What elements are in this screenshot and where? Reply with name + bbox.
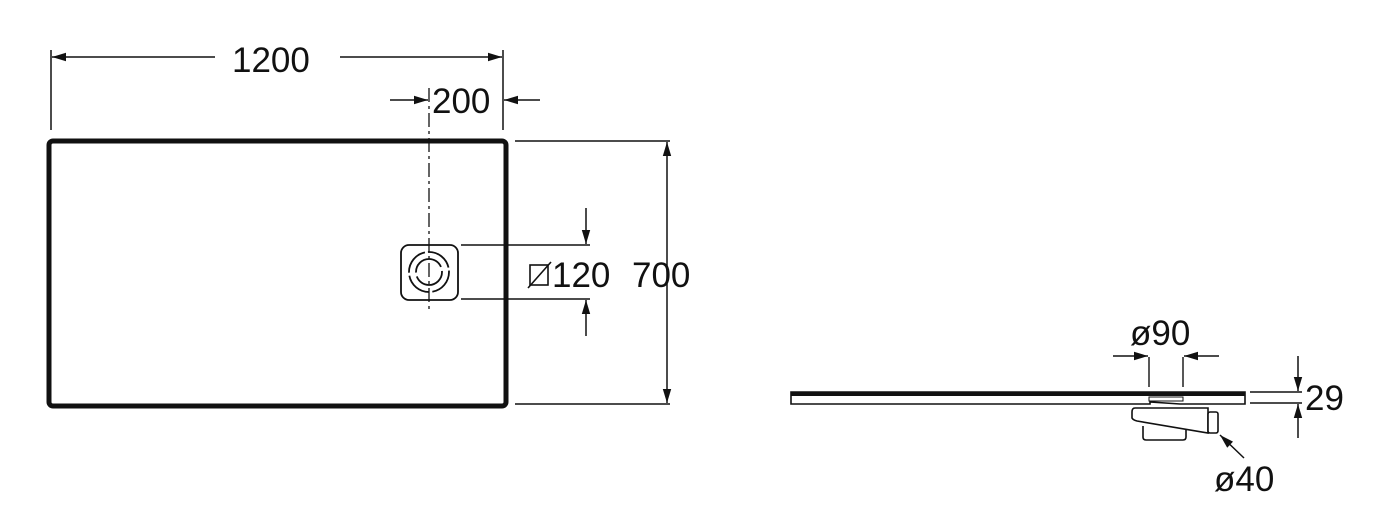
square-symbol-icon bbox=[527, 261, 552, 289]
depth-label: 700 bbox=[632, 256, 690, 295]
drain-size-label: 120 bbox=[552, 256, 610, 295]
drain-icon bbox=[400, 244, 459, 301]
drain-trap-icon bbox=[1131, 407, 1219, 441]
outlet-leader-arrow bbox=[1219, 434, 1245, 459]
drain-diameter-label: ø90 bbox=[1130, 314, 1190, 353]
drain-offset-label: 200 bbox=[432, 82, 490, 121]
outlet-diameter-label: ø40 bbox=[1214, 460, 1274, 499]
side-view bbox=[790, 351, 1303, 459]
tray-outline bbox=[46, 138, 509, 409]
width-label: 1200 bbox=[232, 41, 310, 80]
height-label: 29 bbox=[1305, 379, 1344, 418]
plan-view bbox=[46, 50, 672, 409]
